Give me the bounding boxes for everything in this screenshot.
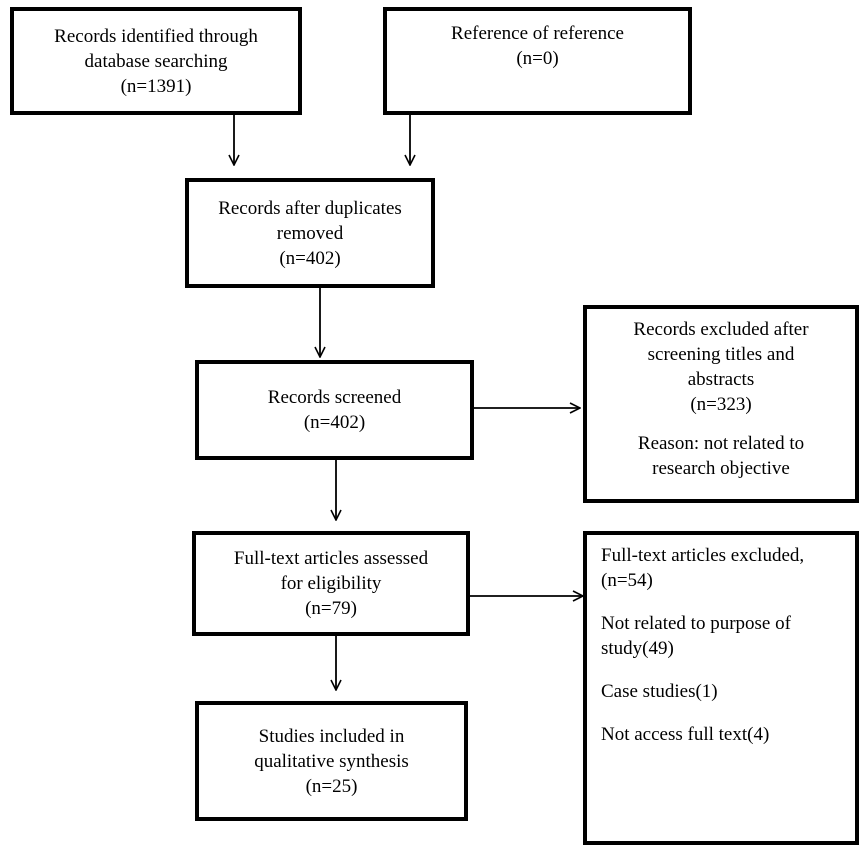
reference-of-reference-box: Reference of reference (n=0) bbox=[383, 7, 692, 115]
fulltext-assessed-line1: Full-text articles assessed bbox=[233, 548, 429, 569]
fulltext-excluded-line1: Full-text articles excluded, bbox=[601, 545, 805, 566]
records-identified-count: (n=1391) bbox=[120, 75, 192, 97]
reference-line1: Reference of reference bbox=[451, 23, 624, 44]
records-excluded-screening-box: Records excluded after screening titles … bbox=[583, 305, 859, 503]
fulltext-assessed-box: Full-text articles assessed for eligibil… bbox=[192, 531, 470, 636]
duplicates-removed-line1: Records after duplicates bbox=[218, 197, 402, 219]
fulltext-assessed-count: (n=79) bbox=[305, 598, 357, 619]
excluded-screening-reason-line1: Reason: not related to bbox=[637, 433, 805, 454]
studies-included-line2: qualitative synthesis bbox=[254, 750, 409, 772]
duplicates-removed-line2: removed bbox=[276, 222, 344, 244]
fulltext-excluded-reason2: Case studies(1) bbox=[601, 681, 718, 702]
excluded-screening-count: (n=323) bbox=[690, 394, 752, 415]
studies-included-line1: Studies included in bbox=[258, 725, 405, 747]
reference-count: (n=0) bbox=[516, 48, 559, 69]
duplicates-removed-count: (n=402) bbox=[279, 247, 341, 269]
fulltext-excluded-count: (n=54) bbox=[601, 570, 653, 591]
records-identified-line1: Records identified through bbox=[54, 25, 258, 47]
excluded-screening-line1: Records excluded after bbox=[633, 319, 809, 340]
fulltext-excluded-box: Full-text articles excluded, (n=54) Not … bbox=[583, 531, 859, 845]
excluded-screening-line3: abstracts bbox=[687, 369, 755, 390]
records-screened-line1: Records screened bbox=[267, 387, 402, 408]
fulltext-excluded-reason1-line2: study(49) bbox=[601, 638, 674, 659]
fulltext-excluded-reason1-line1: Not related to purpose of bbox=[601, 613, 791, 634]
records-screened-box: Records screened (n=402) bbox=[195, 360, 474, 460]
excluded-screening-reason-line2: research objective bbox=[652, 458, 790, 479]
studies-included-box: Studies included in qualitative synthesi… bbox=[195, 701, 468, 821]
records-identified-line2: database searching bbox=[84, 50, 228, 72]
records-screened-count: (n=402) bbox=[303, 412, 366, 433]
fulltext-excluded-reason3: Not access full text(4) bbox=[601, 724, 770, 745]
duplicates-removed-box: Records after duplicates removed (n=402) bbox=[185, 178, 435, 288]
records-identified-box: Records identified through database sear… bbox=[10, 7, 302, 115]
excluded-screening-line2: screening titles and bbox=[647, 344, 795, 365]
fulltext-assessed-line2: for eligibility bbox=[280, 573, 382, 594]
studies-included-count: (n=25) bbox=[305, 775, 358, 797]
